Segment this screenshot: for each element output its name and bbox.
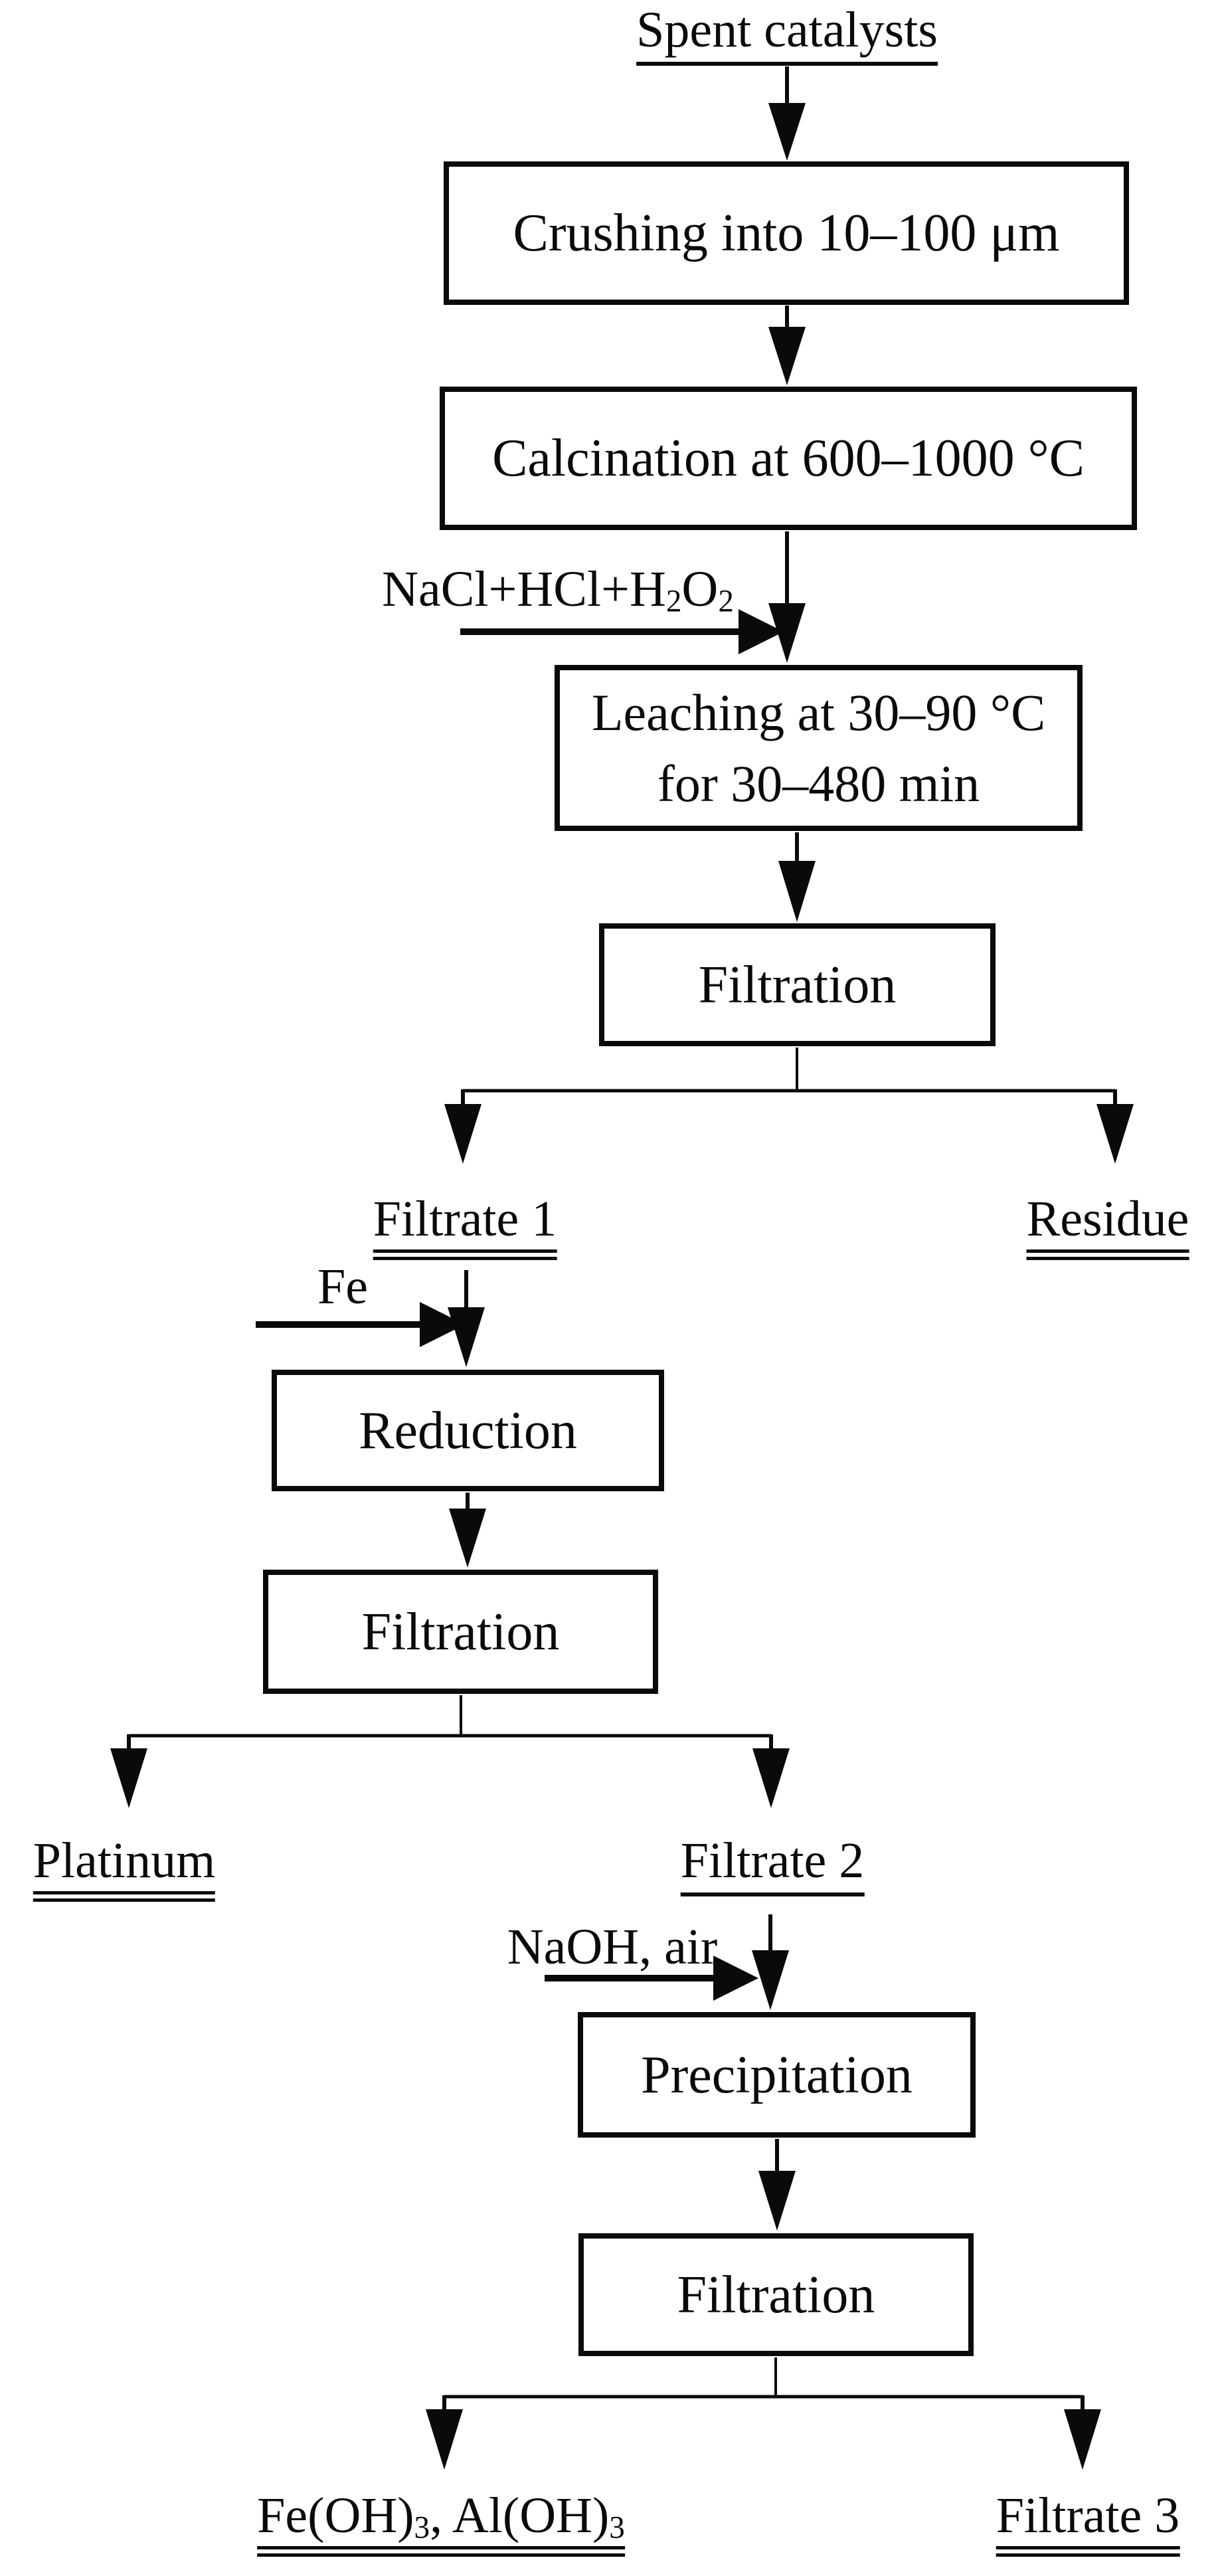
arrow-split2-to-platinum	[110, 1734, 147, 1808]
arrow-leaching-to-filtration1	[778, 832, 816, 922]
output-label-filtrate-3: Filtrate 3	[996, 2489, 1180, 2557]
output-label-hydroxides: Fe(OH)3, Al(OH)3	[257, 2488, 625, 2557]
reagent-text: NaCl+HCl+H	[382, 561, 666, 617]
process-box-label: Filtration	[698, 955, 897, 1014]
process-box-label: Filtration	[361, 1602, 560, 1661]
reagent-text: O	[681, 561, 719, 617]
process-box-label: Crushing into 10–100 μm	[513, 204, 1060, 262]
arrow-split1-to-residue	[1096, 1089, 1134, 1164]
process-box-label-line1: Leaching at 30–90 °C	[591, 683, 1046, 741]
process-box-filtration-3: Filtration	[578, 2233, 974, 2356]
reagent-subscript: 2	[665, 584, 682, 619]
process-box-label: Precipitation	[641, 2045, 913, 2104]
reagent-label-precipitation-feed: NaOH, air	[507, 1919, 718, 1975]
arrow-reduction-feed	[256, 1302, 465, 1347]
process-box-filtration-1: Filtration	[599, 923, 996, 1046]
process-box-label: Reduction	[359, 1401, 577, 1460]
output-label-filtrate-2: Filtrate 2	[680, 1834, 865, 1896]
output-label-filtrate-1: Filtrate 1	[373, 1192, 557, 1260]
process-box-filtration-2: Filtration	[263, 1570, 658, 1694]
arrow-calcination-to-leaching	[768, 531, 806, 663]
output-text: , Al(OH)	[430, 2488, 610, 2543]
process-box-precipitation: Precipitation	[578, 2012, 976, 2138]
process-box-label: Filtration	[677, 2265, 875, 2324]
process-box-leaching: Leaching at 30–90 °C for 30–480 min	[555, 665, 1083, 831]
arrow-filtrate1-to-reduction	[448, 1270, 485, 1367]
process-box-calcination: Calcination at 600–1000 °C	[440, 387, 1137, 530]
output-subscript: 3	[609, 2510, 625, 2545]
process-box-label: Calcination at 600–1000 °C	[492, 429, 1085, 488]
output-label-residue: Residue	[1026, 1192, 1189, 1260]
output-subscript: 3	[414, 2510, 430, 2545]
arrow-precipitation-feed	[545, 1956, 758, 2001]
arrow-precipitation-to-filtration3	[758, 2139, 796, 2231]
arrow-source-to-crushing	[768, 66, 806, 161]
arrow-split1-to-filtrate1	[444, 1089, 481, 1164]
arrow-crushing-to-calcination	[768, 306, 806, 385]
process-box-crushing: Crushing into 10–100 μm	[444, 161, 1129, 305]
arrow-split3-to-hydroxides	[426, 2395, 463, 2470]
arrow-split3-to-filtrate3	[1064, 2395, 1101, 2470]
source-label: Spent catalysts	[636, 3, 938, 66]
output-label-platinum: Platinum	[33, 1834, 216, 1902]
reagent-label-leaching-feed: NaCl+HCl+H2O2	[382, 561, 734, 619]
process-box-label-line2: for 30–480 min	[657, 754, 980, 812]
output-text: Fe(OH)	[257, 2488, 414, 2543]
arrow-filtrate2-to-precipitation	[752, 1914, 789, 2010]
arrow-split2-to-filtrate2	[752, 1734, 790, 1808]
reagent-subscript: 2	[718, 584, 734, 619]
reagent-label-reduction-feed: Fe	[317, 1259, 368, 1315]
arrow-reduction-to-filtration2	[449, 1493, 486, 1568]
arrow-leaching-feed	[460, 609, 784, 654]
process-box-reduction: Reduction	[272, 1370, 664, 1491]
